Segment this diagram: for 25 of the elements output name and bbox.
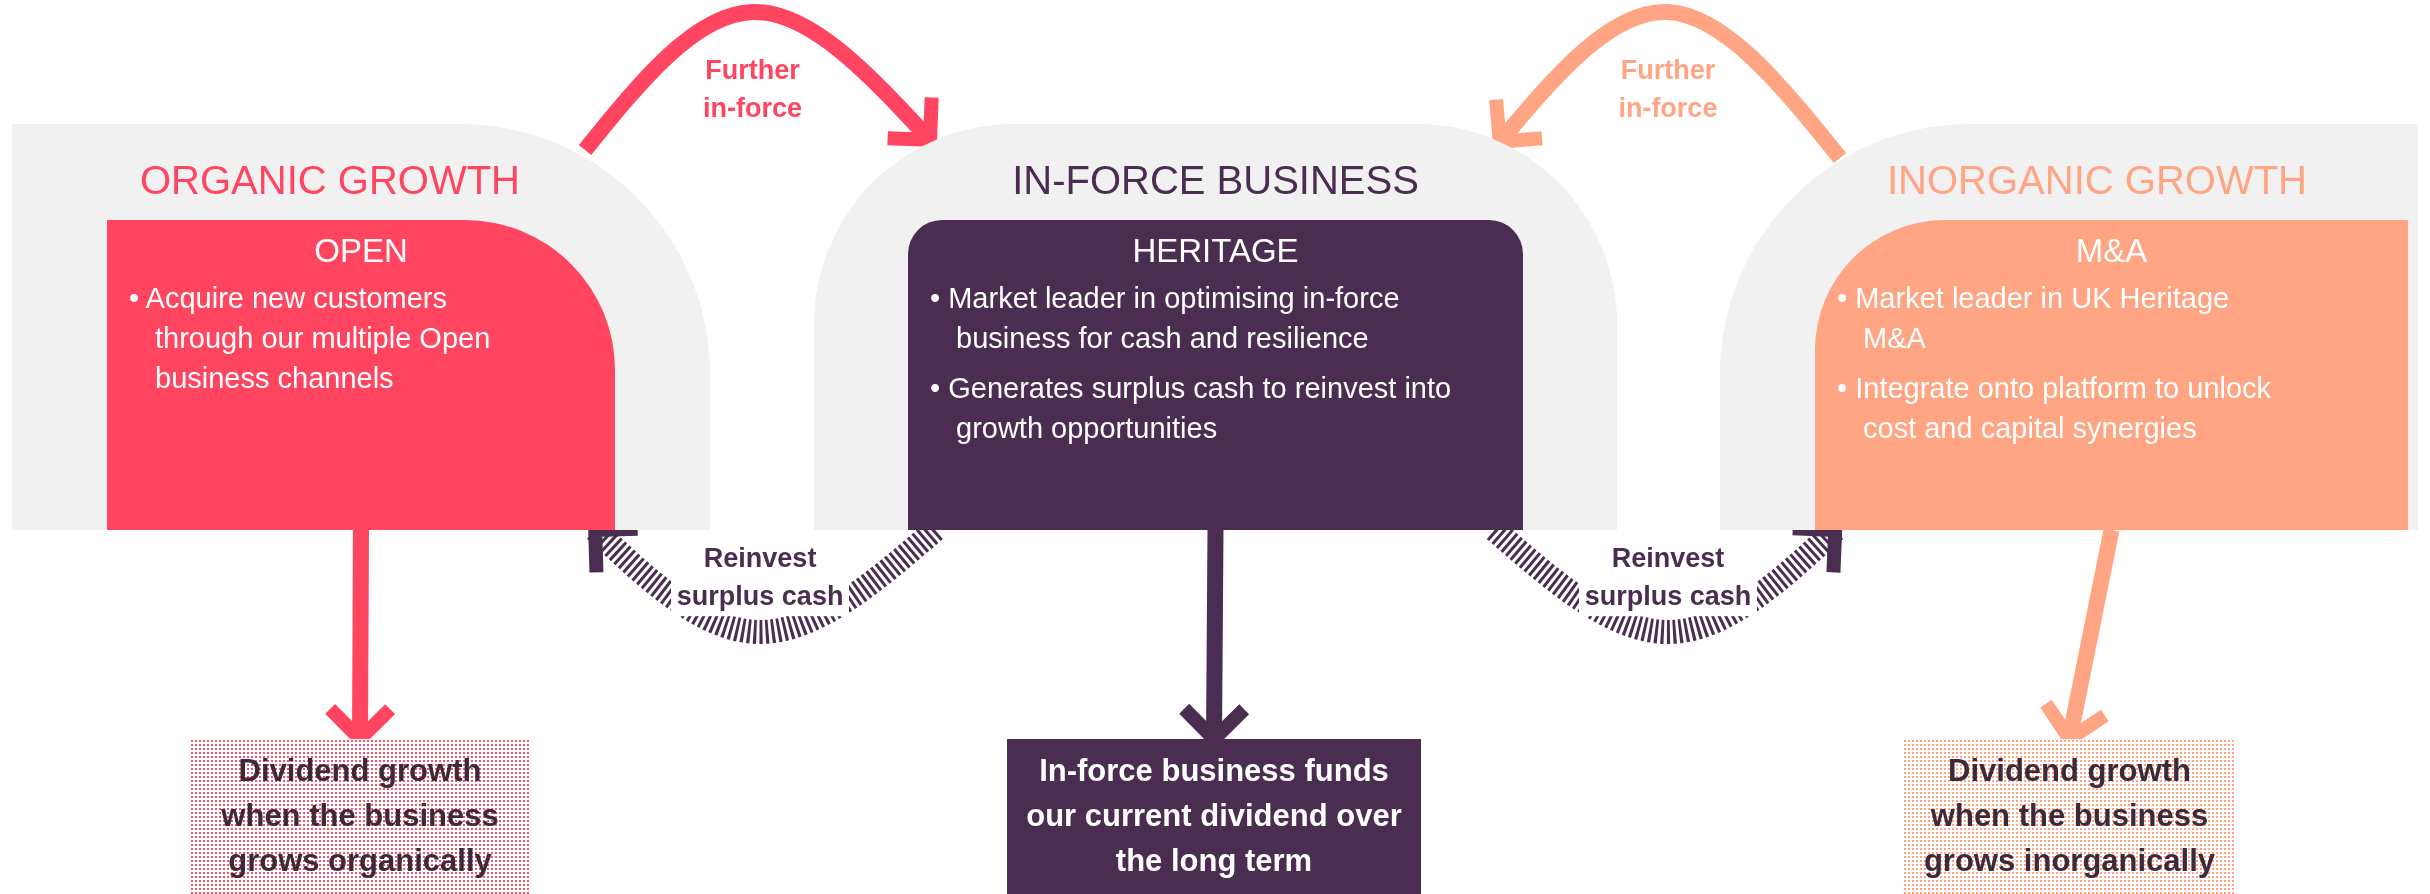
- outcome-box: [1007, 739, 1421, 894]
- curved-arrow: [1489, 4, 1847, 164]
- bullet-point: • Market leader in optimising in-force business for cash and resilience: [930, 281, 1401, 356]
- card-heading: M&A: [2074, 232, 2149, 270]
- category-card: [1815, 220, 2408, 530]
- bullet-point: • Acquire new customers through our multiple Open business channels: [129, 281, 492, 397]
- bullet-point: • Market leader in UK Heritage M&A: [1837, 281, 2231, 356]
- section-panel: [12, 124, 710, 530]
- section-title: INORGANIC GROWTH: [1886, 158, 2308, 203]
- outcome-box: [1903, 739, 2236, 894]
- outcome-box: [190, 739, 530, 894]
- card-heading: HERITAGE: [1131, 232, 1300, 270]
- section-panel: [1720, 124, 2418, 530]
- section-panel: [814, 124, 1617, 530]
- bullet-point: • Integrate onto platform to unlock cost and capital synergies: [1837, 371, 2273, 447]
- outcome-text: In-force business funds our current dividend over the long term: [1025, 752, 1403, 880]
- outcome-text: Dividend growth when the business grows organically: [220, 752, 500, 880]
- section-title: ORGANIC GROWTH: [139, 158, 521, 203]
- card-heading: OPEN: [313, 232, 409, 270]
- bullet-point: • Generates surplus cash to reinvest into growth opportunities: [930, 371, 1453, 447]
- section-title: IN-FORCE BUSINESS: [1011, 158, 1420, 203]
- category-card: [107, 220, 615, 530]
- curved-arrow: [578, 3, 939, 155]
- category-card: [908, 220, 1523, 530]
- outcome-text: Dividend growth when the business grows inorganically: [1922, 752, 2217, 880]
